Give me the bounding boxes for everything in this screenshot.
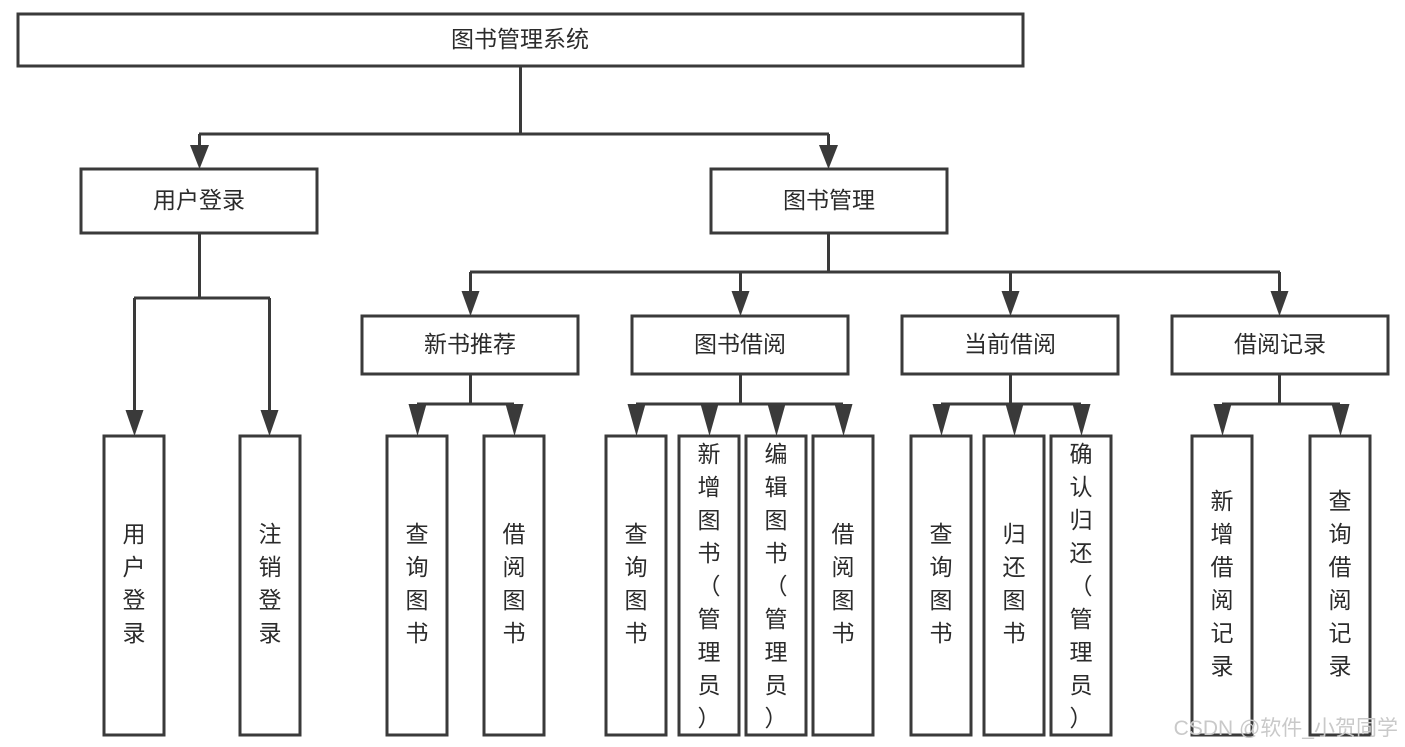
node-leaf-edit-book-box[interactable] — [744, 434, 808, 737]
node-leaf-query-record-box[interactable] — [1308, 434, 1372, 737]
node-leaf-query-book-2-box[interactable] — [604, 434, 668, 737]
node-leaf-add-book-label: 新增图书（管理员） — [698, 441, 721, 731]
node-user-login-label: 用户登录 — [153, 187, 245, 213]
arrow-to-leaf-return-book — [1005, 404, 1024, 436]
node-leaf-query-book-2-label: 查询图书 — [625, 521, 648, 646]
leaf-layer: 用户登录 注销登录 查询图书 借阅图书 查询图书 新增图书（管理员） — [102, 434, 1372, 737]
node-leaf-add-book-box[interactable] — [677, 434, 741, 737]
node-leaf-add-record-label: 新增借阅记录 — [1211, 488, 1234, 679]
node-leaf-user-login-label: 用户登录 — [123, 521, 146, 646]
node-root-box[interactable] — [16, 12, 1025, 68]
node-root-label: 图书管理系统 — [451, 26, 589, 52]
node-book-borrow[interactable]: 图书借阅 — [630, 314, 850, 376]
node-leaf-query-book-1-label: 查询图书 — [406, 521, 429, 646]
arrow-to-current-borrow — [1001, 291, 1020, 316]
node-book-borrow-box[interactable] — [630, 314, 850, 376]
node-new-book-recommend-box[interactable] — [360, 314, 580, 376]
arrow-to-leaf-query-book-1 — [408, 404, 427, 436]
node-current-borrow-box[interactable] — [900, 314, 1120, 376]
node-leaf-confirm-return-box[interactable] — [1049, 434, 1113, 737]
node-leaf-query-book-3-box[interactable] — [909, 434, 973, 737]
node-leaf-query-book-1[interactable]: 查询图书 — [385, 434, 449, 737]
node-leaf-borrow-book-2-box[interactable] — [811, 434, 875, 737]
node-leaf-query-record[interactable]: 查询借阅记录 — [1308, 434, 1372, 737]
arrow-to-leaf-borrow-book-2 — [834, 404, 853, 436]
node-book-manage[interactable]: 图书管理 — [709, 167, 949, 235]
node-leaf-borrow-book-1-box[interactable] — [482, 434, 546, 737]
node-book-manage-box[interactable] — [709, 167, 949, 235]
node-leaf-add-book[interactable]: 新增图书（管理员） — [677, 434, 741, 737]
node-book-manage-label: 图书管理 — [783, 187, 875, 213]
node-book-borrow-label: 图书借阅 — [694, 331, 786, 357]
csdn-watermark: CSDN @软件_小贺同学 — [1174, 717, 1398, 740]
arrow-to-leaf-edit-book — [767, 404, 786, 436]
node-leaf-borrow-book-1[interactable]: 借阅图书 — [482, 434, 546, 737]
node-leaf-user-login-box[interactable] — [102, 434, 166, 737]
arrow-to-new-book-recommend — [461, 291, 480, 316]
arrow-to-book-manage — [819, 145, 838, 169]
arrow-to-leaf-add-book — [700, 404, 719, 436]
arrow-to-leaf-query-book-3 — [932, 404, 951, 436]
arrow-to-leaf-query-record — [1331, 404, 1350, 436]
node-leaf-add-record-box[interactable] — [1190, 434, 1254, 737]
arrow-to-leaf-confirm-return — [1072, 404, 1091, 436]
node-leaf-edit-book-label: 编辑图书（管理员） — [765, 441, 788, 731]
arrow-to-leaf-user-login — [125, 410, 144, 436]
node-user-login[interactable]: 用户登录 — [79, 167, 319, 235]
node-leaf-query-book-2[interactable]: 查询图书 — [604, 434, 668, 737]
arrow-to-leaf-add-record — [1213, 404, 1232, 436]
arrow-to-borrow-record — [1270, 291, 1289, 316]
node-new-book-recommend[interactable]: 新书推荐 — [360, 314, 580, 376]
arrow-to-leaf-borrow-book-1 — [505, 404, 524, 436]
node-current-borrow-label: 当前借阅 — [964, 331, 1056, 357]
node-leaf-add-record[interactable]: 新增借阅记录 — [1190, 434, 1254, 737]
arrow-to-leaf-query-book-2 — [627, 404, 646, 436]
node-leaf-borrow-book-2[interactable]: 借阅图书 — [811, 434, 875, 737]
node-leaf-return-book-label: 归还图书 — [1003, 521, 1026, 646]
node-leaf-logout-box[interactable] — [238, 434, 302, 737]
node-current-borrow[interactable]: 当前借阅 — [900, 314, 1120, 376]
node-root[interactable]: 图书管理系统 — [16, 12, 1025, 68]
node-leaf-confirm-return-label: 确认归还（管理员） — [1070, 441, 1093, 731]
node-new-book-recommend-label: 新书推荐 — [424, 331, 516, 357]
node-leaf-query-book-3-label: 查询图书 — [930, 521, 953, 646]
arrow-to-book-borrow — [731, 291, 750, 316]
node-leaf-query-book-1-box[interactable] — [385, 434, 449, 737]
node-borrow-record-label: 借阅记录 — [1234, 331, 1326, 357]
node-leaf-logout-label: 注销登录 — [259, 521, 282, 646]
arrow-to-leaf-logout — [260, 410, 279, 436]
node-leaf-query-book-3[interactable]: 查询图书 — [909, 434, 973, 737]
edge-layer — [125, 66, 1350, 436]
node-user-login-box[interactable] — [79, 167, 319, 235]
node-leaf-query-record-label: 查询借阅记录 — [1329, 488, 1352, 679]
node-borrow-record-box[interactable] — [1170, 314, 1390, 376]
node-leaf-return-book[interactable]: 归还图书 — [982, 434, 1046, 737]
node-leaf-confirm-return[interactable]: 确认归还（管理员） — [1049, 434, 1113, 737]
node-leaf-edit-book[interactable]: 编辑图书（管理员） — [744, 434, 808, 737]
node-leaf-logout[interactable]: 注销登录 — [238, 434, 302, 737]
node-leaf-borrow-book-2-label: 借阅图书 — [832, 521, 855, 646]
arrow-to-user-login — [190, 145, 209, 169]
node-borrow-record[interactable]: 借阅记录 — [1170, 314, 1390, 376]
node-leaf-return-book-box[interactable] — [982, 434, 1046, 737]
node-leaf-borrow-book-1-label: 借阅图书 — [503, 521, 526, 646]
node-leaf-user-login[interactable]: 用户登录 — [102, 434, 166, 737]
